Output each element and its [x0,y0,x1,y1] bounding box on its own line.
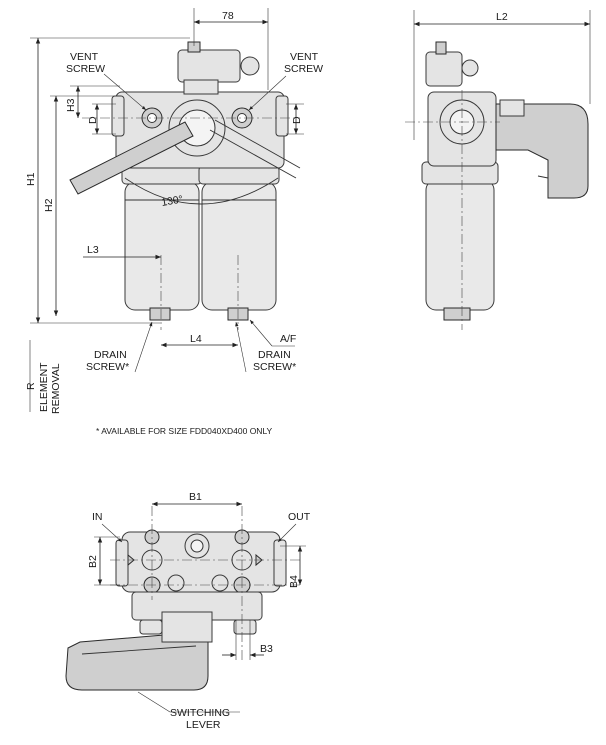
dim-d-right: D [291,116,303,124]
label-in: IN [92,511,103,523]
dim-l3: L3 [87,244,99,256]
label-af: A/F [280,333,296,345]
switching-lever [69,121,194,195]
label-vent-left-2: SCREW [66,63,105,75]
footnote: * AVAILABLE FOR SIZE FDD040XD400 ONLY [96,426,273,436]
dim-h3: H3 [65,98,77,112]
dim-b1: B1 [189,491,202,503]
label-drain-left-1: DRAIN [94,349,127,361]
dim-l2: L2 [496,11,508,23]
label-drain-left-2: SCREW* [86,361,129,373]
top-view: B1 B2 B4 B3 IN OUT SWITCHING LEVER [65,491,311,731]
solenoid [177,49,241,83]
front-view [69,41,301,330]
label-removal: REMOVAL [50,363,62,414]
label-lever: LEVER [186,719,221,731]
dim-angle: 130° [160,193,183,209]
label-element: ELEMENT [38,362,50,412]
dim-b3: B3 [260,643,273,655]
dim-78: 78 [222,10,234,22]
label-drain-right-1: DRAIN [258,349,291,361]
left-drain-plug [149,307,171,321]
label-vent-right-2: SCREW [284,63,323,75]
label-switching: SWITCHING [170,707,230,719]
side-filter-bowl [425,179,495,311]
dim-d-left: D [87,116,99,124]
dim-h2: H2 [43,198,55,212]
top-lever [65,631,209,691]
dim-l4: L4 [190,333,202,345]
front-dimensions: 78 H1 H2 H3 D D 130° L3 L4 VENT SCREW [25,8,323,436]
dim-b2: B2 [87,555,99,568]
dim-b4: B4 [288,575,300,588]
dim-h1: H1 [25,172,37,186]
label-vent-left-1: VENT [70,51,99,63]
side-view: L2 [405,10,591,330]
label-drain-right-2: SCREW* [253,361,296,373]
label-r: R [25,382,37,390]
label-out: OUT [288,511,311,523]
side-handle [495,103,589,199]
label-vent-right-1: VENT [290,51,319,63]
right-filter-bowl [201,181,277,311]
